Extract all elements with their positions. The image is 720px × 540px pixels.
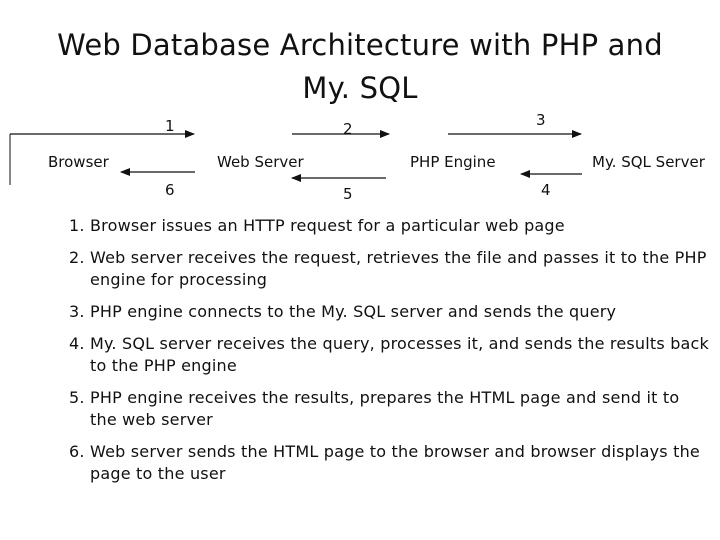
step-5: PHP engine receives the results, prepare… (90, 387, 710, 431)
arrow-number-4: 4 (541, 181, 551, 199)
arrow-number-6: 6 (165, 181, 175, 199)
node-php-engine: PHP Engine (409, 153, 497, 171)
arrow-number-5: 5 (343, 185, 353, 203)
node-web-server: Web Server (216, 153, 305, 171)
step-1: Browser issues an HTTP request for a par… (90, 215, 710, 237)
step-2: Web server receives the request, retriev… (90, 247, 710, 291)
steps-list: Browser issues an HTTP request for a par… (36, 215, 710, 495)
step-4: My. SQL server receives the query, proce… (90, 333, 710, 377)
step-3: PHP engine connects to the My. SQL serve… (90, 301, 710, 323)
arrow-number-2: 2 (343, 120, 353, 138)
page-title: Web Database Architecture with PHP and M… (0, 24, 720, 110)
step-6: Web server sends the HTML page to the br… (90, 441, 710, 485)
node-mysql-server: My. SQL Server (591, 153, 706, 171)
title-line-2: My. SQL (302, 71, 418, 105)
arrow-number-1: 1 (165, 117, 175, 135)
node-browser: Browser (47, 153, 110, 171)
title-line-1: Web Database Architecture with PHP and (57, 28, 663, 62)
arrow-number-3: 3 (536, 111, 546, 129)
